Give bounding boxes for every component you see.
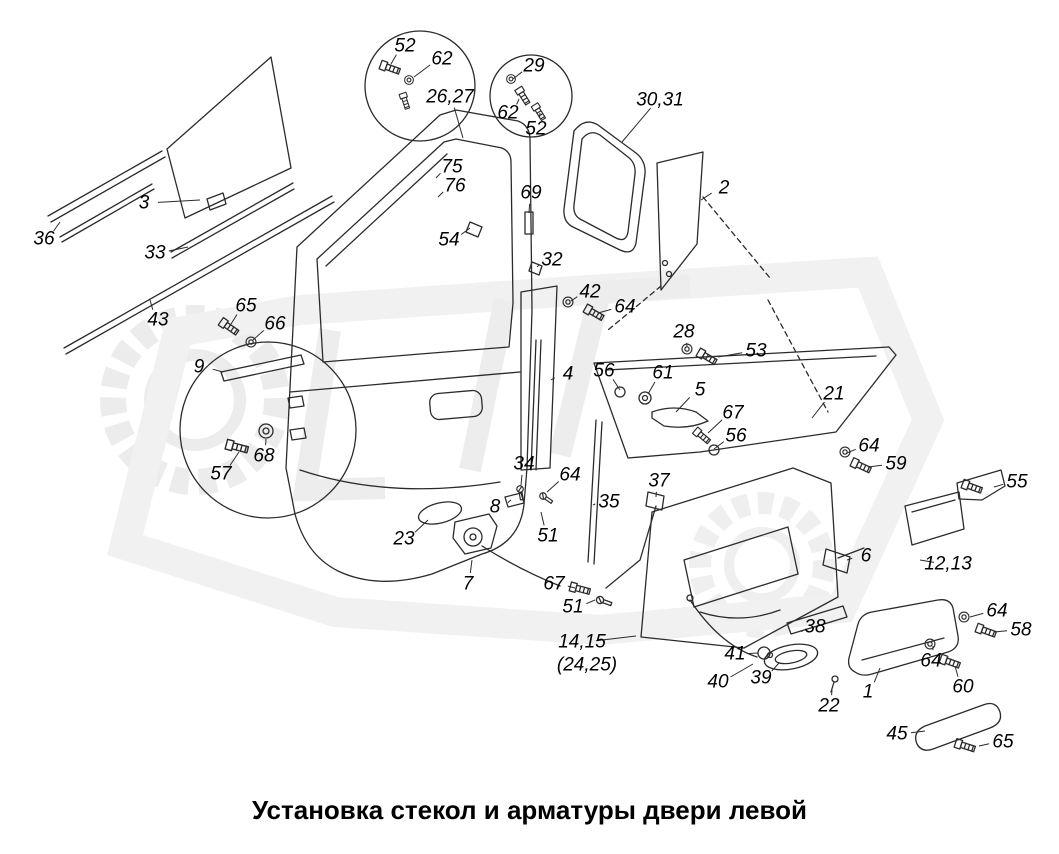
- door-line-art: [47, 30, 1006, 755]
- callout-leader-lines: [53, 54, 1008, 747]
- drawing-title: Установка стекол и арматуры двери левой: [252, 795, 807, 825]
- watermark-logo: [100, 256, 945, 646]
